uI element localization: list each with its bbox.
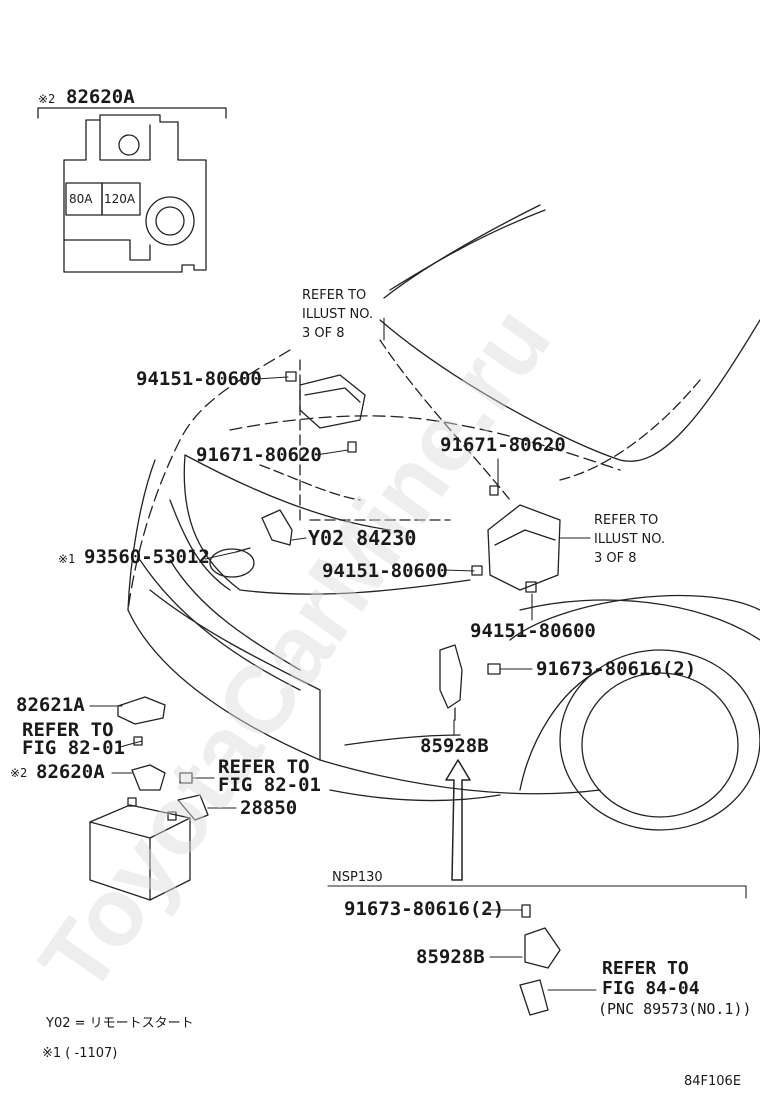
fuse-80a-label: 80A (69, 192, 93, 206)
leader-lines (89, 317, 747, 991)
figure-id: 84F106E (684, 1074, 742, 1089)
part-y02-84230[interactable]: Y02 84230 (308, 526, 417, 550)
part-82621a[interactable]: 82621A (16, 694, 85, 716)
part-91673-80616-lower[interactable]: 91673-80616(2) (344, 898, 505, 920)
refer-fig-84-04-line2: FIG 84-04 (602, 978, 700, 999)
nsp130-label: NSP130 (332, 870, 383, 885)
refer-top-line2: ILLUST NO. (302, 307, 374, 322)
inset-fuse-block (37, 107, 227, 273)
part-91673-80616-upper[interactable]: 91673-80616(2) (536, 658, 697, 680)
part-91671-80620-left[interactable]: 91671-80620 (196, 444, 322, 466)
up-arrow (445, 759, 471, 881)
note-y02: Y02 = リモートスタート (46, 1016, 194, 1031)
refer-fig-82-01-b-line2: FIG 82-01 (218, 774, 321, 796)
refer-top-line1: REFER TO (302, 288, 367, 303)
part-94151-80600-upper[interactable]: 94151-80600 (136, 368, 262, 390)
refer-fig-82-01-a-line1: REFER TO (22, 719, 114, 741)
battery (89, 797, 191, 901)
part-85928b-upper[interactable]: 85928B (420, 735, 489, 757)
parts-drawings (117, 371, 561, 1016)
refer-fig-84-04-line3: (PNC 89573(NO.1)) (598, 1000, 752, 1018)
part-85928b-lower[interactable]: 85928B (416, 946, 485, 968)
part-91671-80620-right[interactable]: 91671-80620 (440, 434, 566, 456)
note-mark-1: ※1 (58, 552, 76, 566)
car-body-outline (127, 204, 760, 831)
fuse-120a-label: 120A (104, 192, 136, 206)
refer-right-line1: REFER TO (594, 513, 659, 528)
refer-right-line2: ILLUST NO. (594, 532, 666, 547)
part-28850[interactable]: 28850 (240, 797, 298, 819)
note-1: ※1 ( -1107) (42, 1046, 118, 1061)
refer-fig-82-01-b-line1: REFER TO (218, 756, 310, 778)
inset-note-mark: ※2 (38, 92, 56, 106)
inset-part-number[interactable]: 82620A (66, 86, 135, 108)
part-94151-80600-mid[interactable]: 94151-80600 (322, 560, 448, 582)
refer-top-line3: 3 OF 8 (302, 326, 345, 341)
part-82620a[interactable]: 82620A (36, 761, 105, 783)
part-93560-53012[interactable]: 93560-53012 (84, 546, 210, 568)
refer-fig-84-04-line1: REFER TO (602, 958, 689, 979)
part-94151-80600-lower[interactable]: 94151-80600 (470, 620, 596, 642)
refer-right-line3: 3 OF 8 (594, 551, 637, 566)
note-mark-2: ※2 (10, 766, 28, 780)
refer-fig-82-01-a-line2: FIG 82-01 (22, 737, 125, 759)
